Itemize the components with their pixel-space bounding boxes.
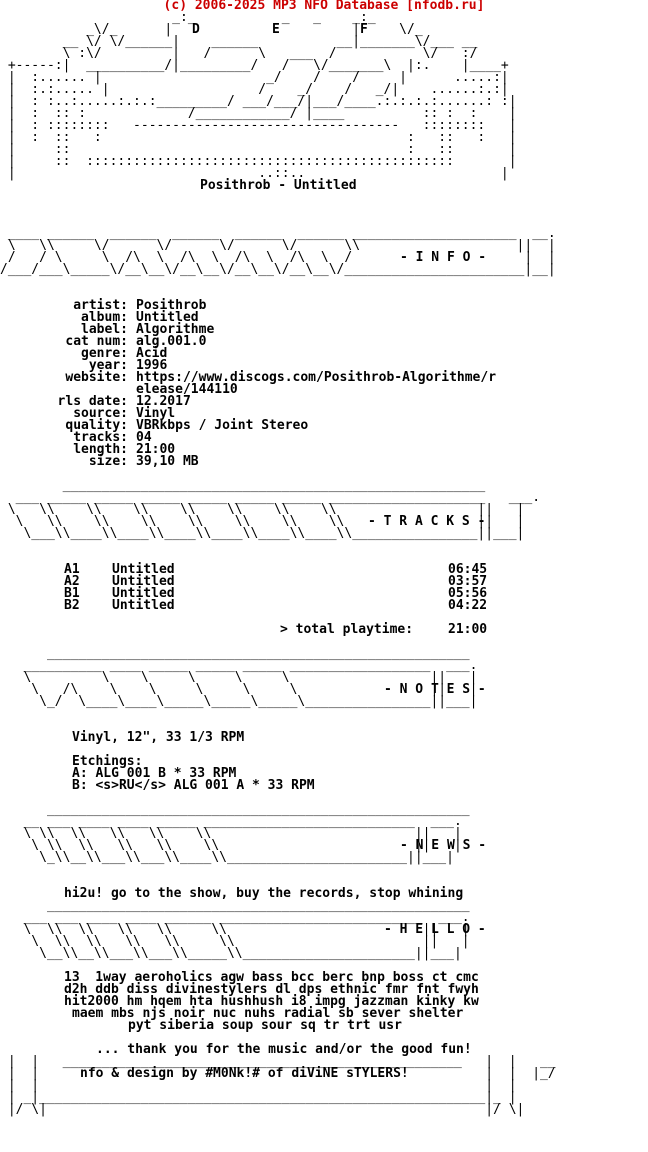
section-hello-title: - H E L L O - [384, 922, 486, 937]
info-value-artist: Posithrob [136, 298, 207, 313]
info-value-rls-date: 12.2017 [136, 394, 191, 409]
info-value-website[interactable]: https://www.discogs.com/Posithrob-Algori… [136, 370, 497, 385]
greetings-line: d2h ddb diss divinestylers dl dps ethnic… [64, 982, 479, 997]
footer-credit: nfo & design by #M0Nk!# of diViNE sTYLER… [80, 1066, 409, 1081]
section-info-title: - I N F O - [400, 250, 487, 265]
info-label-size: size: [88, 454, 128, 469]
info-value-size: 39,10 MB [136, 454, 199, 469]
track-time: 04:22 [448, 598, 488, 613]
news-banner-art: ________________________________________… [23, 802, 470, 865]
info-label-website: website: [65, 370, 128, 385]
site-header: (c) 2006-2025 MP3 NFO Database [nfodb.ru… [163, 0, 485, 13]
footer-art: | | ____________________________________… [7, 1054, 556, 1117]
info-value-quality: VBRkbps / Joint Stereo [136, 418, 309, 433]
info-banner-art: ____ ______ ______ ______ ______ ______ … [0, 226, 556, 277]
notes-etching-b: B: <s>RU</s> ALG 001 A * 33 RPM [72, 778, 315, 793]
info-value-label: Algorithme [136, 322, 215, 337]
info-label-cat-num: cat num: [65, 334, 128, 349]
track-pos: B1 [64, 586, 80, 601]
logo-letter-d: D [192, 22, 200, 37]
info-value-tracks: 04 [136, 430, 152, 445]
section-tracks-title: - T R A C K S - [368, 514, 486, 529]
info-value-album: Untitled [136, 310, 199, 325]
thanks-text: ... thank you for the music and/or the g… [96, 1042, 472, 1057]
track-title: Untitled [112, 562, 175, 577]
info-label-label: label: [81, 322, 128, 337]
info-value-length: 21:00 [136, 442, 176, 457]
info-label-tracks: tracks: [73, 430, 128, 445]
track-time: 03:57 [448, 574, 488, 589]
info-value-genre: Acid [136, 346, 168, 361]
info-label-year: year: [88, 358, 128, 373]
track-time: 06:45 [448, 562, 488, 577]
info-value-year: 1996 [136, 358, 168, 373]
notes-format: Vinyl, 12", 33 1/3 RPM [72, 730, 245, 745]
section-notes-title: - N O T E S - [384, 682, 486, 697]
info-label-artist: artist: [73, 298, 128, 313]
track-pos: B2 [64, 598, 80, 613]
track-title: Untitled [112, 598, 175, 613]
track-pos: A2 [64, 574, 80, 589]
hello-banner-art: ________________________________________… [23, 898, 470, 961]
info-value-source: Vinyl [136, 406, 176, 421]
track-time: 05:56 [448, 586, 488, 601]
total-playtime-label: > total playtime: [280, 622, 414, 637]
info-label-quality: quality: [65, 418, 128, 433]
track-pos: A1 [64, 562, 80, 577]
release-title: Posithrob - Untitled [200, 178, 357, 193]
info-value-cat-num: alg.001.0 [136, 334, 207, 349]
info-label-length: length: [73, 442, 128, 457]
track-title: Untitled [112, 574, 175, 589]
logo-letter-e: E [272, 22, 280, 37]
greetings-line: 13 1way aeroholics agw bass bcc berc bnp… [64, 970, 479, 985]
total-playtime-value: 21:00 [448, 622, 488, 637]
greetings-line: maem mbs njs noir nuc nuhs radial sb sev… [72, 1006, 464, 1021]
news-text: hi2u! go to the show, buy the records, s… [64, 886, 464, 901]
greetings-line: pyt siberia soup sour sq tr trt usr [128, 1018, 402, 1033]
notes-etchings-label: Etchings: [72, 754, 143, 769]
tracks-banner-art: ________________________________________… [7, 478, 541, 541]
ascii-frame-art: _:_ _ _ _:_ _\/_ | | \/_ __ \/ \/______|… [7, 10, 517, 181]
info-label-rls-date: rls date: [57, 394, 128, 409]
info-value-website-cont[interactable]: elease/144110 [136, 382, 238, 397]
section-news-title: - N E W S - [400, 838, 487, 853]
info-label-genre: genre: [81, 346, 128, 361]
track-title: Untitled [112, 586, 175, 601]
notes-banner-art: ________________________________________… [23, 646, 478, 709]
greetings-line: hit2000 hm hqem hta hushhush i8 impg jaz… [64, 994, 479, 1009]
logo-letter-f: F [360, 22, 368, 37]
notes-etching-a: A: ALG 001 B * 33 RPM [72, 766, 237, 781]
info-label-album: album: [81, 310, 128, 325]
info-label-source: source: [73, 406, 128, 421]
